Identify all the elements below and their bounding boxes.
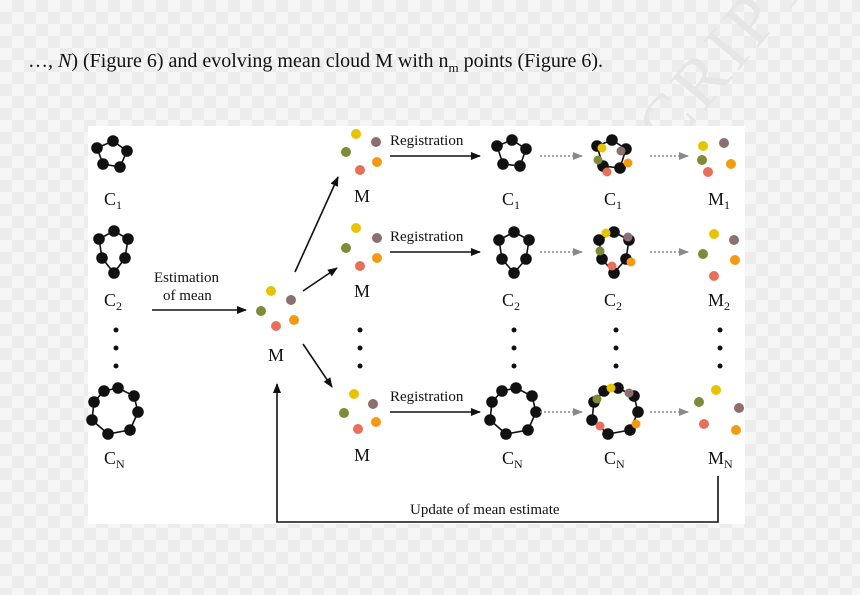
ellipsis-updated	[717, 327, 723, 369]
overlay-c1	[591, 134, 633, 177]
updated-mean-m1	[697, 138, 736, 177]
label-overlay-c2: C2	[604, 290, 622, 313]
caption-subscript: m	[448, 60, 459, 75]
caption-italic: N	[58, 50, 72, 72]
registered-c1-shape	[491, 134, 532, 172]
label-mean-center: M	[268, 345, 284, 365]
label-c1: C1	[104, 189, 122, 212]
mean-cloud-row2	[341, 223, 382, 271]
label-registered-c2: C2	[502, 290, 520, 313]
cloud-c1-shape	[91, 135, 133, 173]
update-feedback-arrow	[273, 383, 719, 523]
label-c2: C2	[104, 290, 122, 313]
label-mean-rown: M	[354, 445, 370, 465]
label-overlay-c1: C1	[604, 189, 622, 212]
registered-c2-shape	[493, 226, 535, 279]
registered-cn-shape	[484, 382, 542, 440]
estimation-label-line2: of mean	[163, 288, 212, 304]
updated-mean-mn	[694, 385, 744, 435]
branch-arrow-top	[294, 176, 339, 273]
caption-middle: ) (Figure 6) and evolving mean cloud M w…	[71, 50, 449, 72]
registration-label-rown: Registration	[390, 389, 464, 405]
branch-arrow-middle	[302, 267, 338, 292]
ellipsis-left	[113, 327, 119, 369]
cloud-c2-shape	[93, 225, 134, 279]
cloud-cn-shape	[86, 382, 144, 440]
overlay-cn	[586, 382, 644, 440]
label-mean-row1: M	[354, 186, 370, 206]
caption-text: …, N) (Figure 6) and evolving mean cloud…	[28, 50, 603, 76]
ellipsis-overlay	[613, 327, 619, 369]
label-mean-row2: M	[354, 281, 370, 301]
label-registered-c1: C1	[502, 189, 520, 212]
label-overlay-cn: CN	[604, 448, 625, 471]
label-m1: M1	[708, 189, 730, 212]
mean-cloud-rown	[339, 389, 381, 434]
caption-suffix: points (Figure 6).	[458, 50, 604, 72]
label-mn: MN	[708, 448, 733, 471]
estimation-label-line1: Estimation	[154, 270, 219, 286]
updated-mean-m2	[698, 229, 740, 281]
ellipsis-mean	[357, 327, 363, 369]
label-m2: M2	[708, 290, 730, 313]
overlay-c2	[593, 226, 636, 279]
registration-label-row1: Registration	[390, 133, 464, 149]
registration-label-row2: Registration	[390, 229, 464, 245]
ellipsis-registered	[511, 327, 517, 369]
label-cn: CN	[104, 448, 125, 471]
branch-arrow-bottom	[302, 343, 333, 388]
mean-cloud-center	[256, 286, 299, 331]
caption-prefix: …,	[28, 50, 58, 72]
mean-cloud-row1	[341, 129, 382, 175]
diagram-panel	[88, 126, 745, 524]
label-registered-cn: CN	[502, 448, 523, 471]
update-label: Update of mean estimate	[410, 502, 560, 518]
